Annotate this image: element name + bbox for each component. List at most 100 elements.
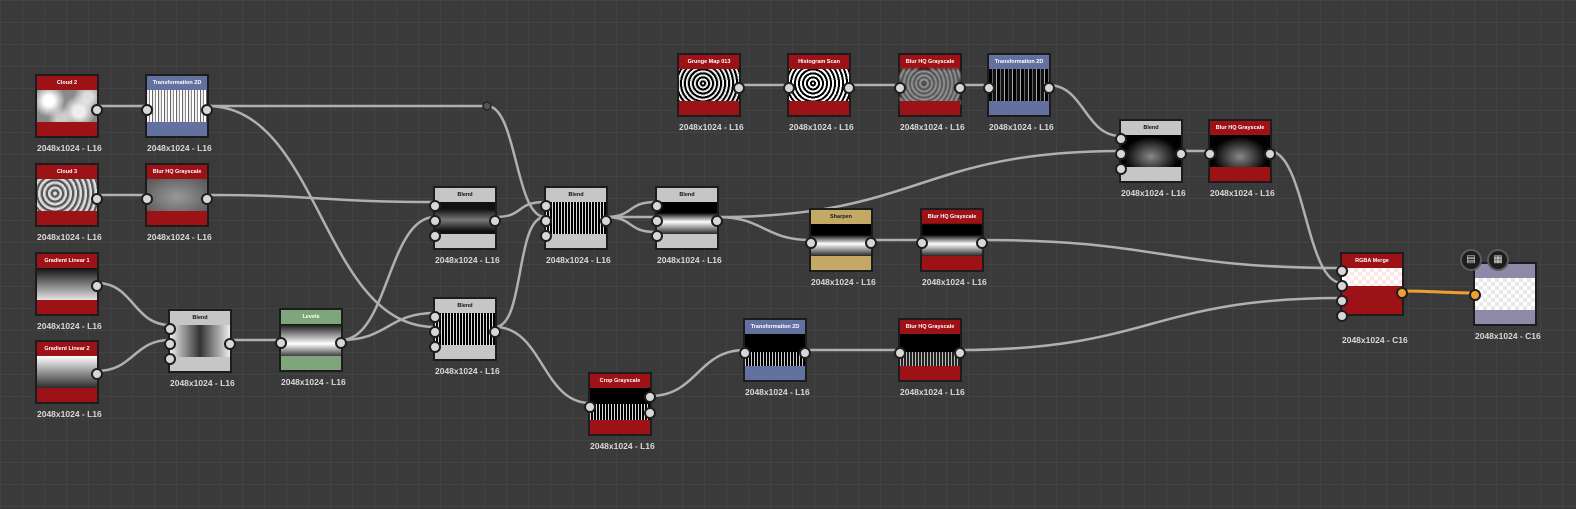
output-port[interactable] — [91, 280, 103, 292]
wire[interactable] — [340, 215, 436, 342]
output-port[interactable] — [201, 193, 213, 205]
input-port[interactable] — [429, 341, 441, 353]
input-port-b[interactable] — [1336, 295, 1348, 307]
node-blur-hq-grayscale-bottom[interactable]: Blur HQ Grayscale 2048x1024 - L16 — [894, 318, 966, 397]
wire[interactable] — [980, 238, 1343, 270]
node-blur-hq-grayscale-mid[interactable]: Blur HQ Grayscale 2048x1024 - L16 — [916, 208, 988, 287]
input-port[interactable] — [1115, 133, 1127, 145]
input-port[interactable] — [739, 347, 751, 359]
reroute-dot[interactable] — [482, 101, 492, 111]
input-port[interactable] — [164, 338, 176, 350]
node-cloud-3[interactable]: Cloud 3 2048x1024 - L16 — [35, 163, 103, 242]
node-transformation-2d[interactable]: Transformation 2D 2048x1024 - L16 — [141, 74, 213, 153]
input-port[interactable] — [141, 193, 153, 205]
node-blend-gradients[interactable]: Blend 2048x1024 - L16 — [164, 309, 236, 388]
input-port[interactable] — [916, 237, 928, 249]
wire[interactable] — [604, 200, 657, 219]
output-port[interactable] — [335, 337, 347, 349]
node-output[interactable]: 2048x1024 - C16 — [1469, 262, 1541, 341]
wire[interactable] — [494, 215, 546, 329]
wire[interactable] — [206, 104, 436, 329]
output-port[interactable] — [865, 237, 877, 249]
input-port[interactable] — [429, 311, 441, 323]
node-blend-d[interactable]: Blend 2048x1024 - L16 — [651, 186, 723, 265]
input-port[interactable] — [805, 237, 817, 249]
wire[interactable] — [1268, 149, 1343, 285]
node-transformation-2d-top[interactable]: Transformation 2D 2048x1024 - L16 — [983, 53, 1055, 132]
node-levels[interactable]: Levels 2048x1024 - L16 — [275, 308, 347, 387]
output-port[interactable] — [91, 368, 103, 380]
input-port[interactable] — [540, 200, 552, 212]
input-port-r[interactable] — [1336, 265, 1348, 277]
input-port[interactable] — [540, 215, 552, 227]
output-port[interactable] — [91, 104, 103, 116]
selected-wire[interactable] — [1403, 289, 1476, 295]
node-blur-hq-grayscale-top[interactable]: Blur HQ Grayscale 2048x1024 - L16 — [894, 53, 966, 132]
input-port[interactable] — [275, 337, 287, 349]
input-port[interactable] — [1469, 289, 1481, 301]
node-blend-a[interactable]: Blend 2048x1024 - L16 — [429, 186, 501, 265]
output-port[interactable] — [954, 82, 966, 94]
wire[interactable] — [206, 193, 436, 204]
wire[interactable] — [96, 281, 171, 327]
checker-icon[interactable]: ▦ — [1487, 249, 1509, 271]
output-port[interactable] — [1264, 148, 1276, 160]
output-port[interactable] — [843, 82, 855, 94]
input-port[interactable] — [429, 200, 441, 212]
node-gradient-linear-2[interactable]: Gradient Linear 2 2048x1024 - L16 — [35, 340, 103, 419]
input-port[interactable] — [164, 323, 176, 335]
wire[interactable] — [340, 311, 436, 342]
input-port[interactable] — [1204, 148, 1216, 160]
node-blur-hq-grayscale[interactable]: Blur HQ Grayscale 2048x1024 - L16 — [141, 163, 213, 242]
output-port[interactable] — [489, 326, 501, 338]
output-port[interactable] — [489, 215, 501, 227]
input-port[interactable] — [1115, 148, 1127, 160]
node-blend-c[interactable]: Blend 2048x1024 - L16 — [540, 186, 612, 265]
node-blur-hq-grayscale-right[interactable]: Blur HQ Grayscale 2048x1024 - L16 — [1204, 119, 1276, 198]
output-port[interactable] — [644, 407, 656, 419]
wire[interactable] — [207, 104, 546, 219]
wire[interactable] — [494, 325, 591, 405]
output-port[interactable] — [976, 237, 988, 249]
node-blend-top-right[interactable]: Blend 2048x1024 - L16 — [1115, 119, 1187, 198]
input-port-g[interactable] — [1336, 280, 1348, 292]
input-port[interactable] — [584, 401, 596, 413]
input-port[interactable] — [164, 353, 176, 365]
input-port[interactable] — [429, 215, 441, 227]
wire[interactable] — [649, 348, 746, 398]
output-port[interactable] — [1396, 287, 1408, 299]
node-histogram-scan[interactable]: Histogram Scan 2048x1024 - L16 — [783, 53, 855, 132]
output-port[interactable] — [644, 391, 656, 403]
input-port[interactable] — [651, 215, 663, 227]
node-blend-b[interactable]: Blend 2048x1024 - L16 — [429, 297, 501, 376]
node-rgba-merge[interactable]: RGBA Merge 2048x1024 - C16 — [1336, 252, 1408, 345]
output-port[interactable] — [201, 104, 213, 116]
input-port-a[interactable] — [1336, 310, 1348, 322]
node-crop-grayscale[interactable]: Crop Grayscale 2048x1024 - L16 — [584, 372, 656, 451]
wire[interactable] — [716, 149, 1122, 219]
output-port[interactable] — [954, 347, 966, 359]
input-port[interactable] — [783, 82, 795, 94]
output-port[interactable] — [1175, 148, 1187, 160]
input-port[interactable] — [894, 82, 906, 94]
input-port[interactable] — [1115, 163, 1127, 175]
wire[interactable] — [716, 215, 812, 242]
output-port[interactable] — [711, 215, 723, 227]
input-port[interactable] — [894, 347, 906, 359]
output-port[interactable] — [733, 82, 745, 94]
wire[interactable] — [494, 200, 546, 219]
input-port[interactable] — [429, 326, 441, 338]
wire[interactable] — [1047, 83, 1122, 138]
input-port[interactable] — [983, 82, 995, 94]
wire[interactable] — [959, 296, 1343, 352]
input-port[interactable] — [429, 230, 441, 242]
node-gradient-linear-1[interactable]: Gradient Linear 1 2048x1024 - L16 — [35, 252, 103, 331]
node-cloud-2[interactable]: Cloud 2 2048x1024 - L16 — [35, 74, 103, 153]
input-port[interactable] — [651, 200, 663, 212]
node-grunge-map-013[interactable]: Grunge Map 013 2048x1024 - L16 — [677, 53, 745, 132]
output-port[interactable] — [600, 215, 612, 227]
output-port[interactable] — [91, 193, 103, 205]
input-port[interactable] — [540, 230, 552, 242]
wire[interactable] — [604, 215, 657, 234]
